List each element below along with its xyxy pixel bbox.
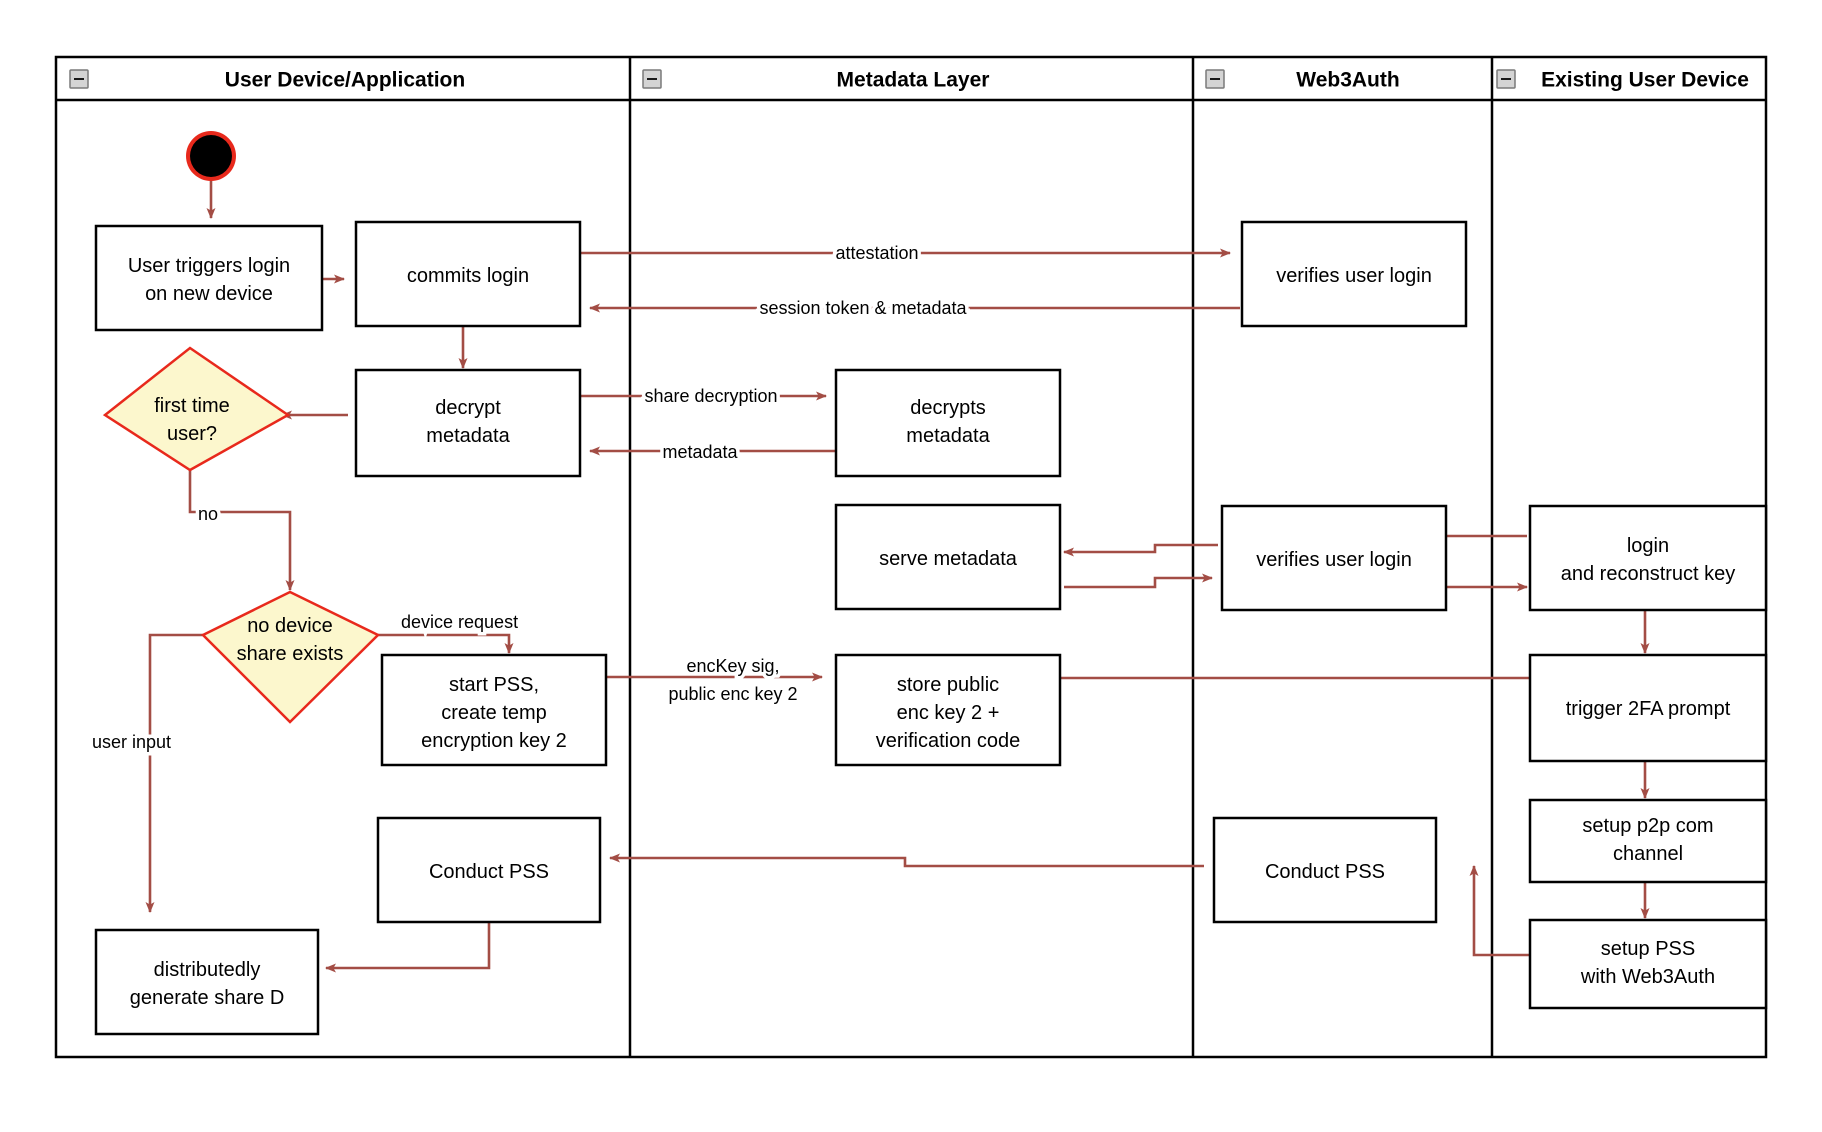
node-box[interactable] [834, 368, 1062, 478]
node-label-line: setup PSS [1601, 938, 1696, 960]
edge-label-device-request: device request [401, 612, 518, 632]
node-trigger-2fa-prompt[interactable]: trigger 2FA prompt [1528, 653, 1768, 763]
node-conduct-pss-web3auth[interactable]: Conduct PSS [1212, 816, 1438, 924]
node-label-line: verifies user login [1256, 549, 1412, 571]
node-label-line: metadata [426, 425, 510, 447]
node-user-triggers-login[interactable]: User triggers login on new device [94, 224, 324, 332]
lane-header-user-device[interactable]: User Device/Application [69, 69, 465, 92]
node-distributedly-generate-share-d[interactable]: distributedly generate share D [94, 928, 320, 1036]
lane-title-user-device: User Device/Application [225, 69, 465, 92]
edge-label-user-input: user input [92, 732, 171, 752]
lane-title-existing-device: Existing User Device [1541, 69, 1749, 92]
node-box[interactable] [1240, 220, 1468, 328]
node-box[interactable] [1528, 798, 1768, 884]
start-node-icon [190, 135, 232, 177]
node-label-line: metadata [906, 425, 990, 447]
node-box[interactable] [1212, 816, 1438, 924]
node-verifies-user-login-top[interactable]: verifies user login [1240, 220, 1468, 328]
lane-header-existing-device[interactable]: Existing User Device [1496, 69, 1749, 92]
node-box[interactable] [834, 503, 1062, 611]
node-label-line: and reconstruct key [1561, 563, 1736, 585]
edge-label-no: no [198, 504, 218, 524]
node-label-line: trigger 2FA prompt [1566, 698, 1731, 720]
node-label-line: first time [154, 395, 230, 417]
node-label-line: user? [167, 423, 217, 445]
node-verifies-user-login-mid[interactable]: verifies user login [1220, 504, 1448, 612]
node-label-line: with Web3Auth [1580, 966, 1715, 988]
edge-user-input [145, 633, 207, 913]
node-label-line: login [1627, 535, 1669, 557]
node-label-line: setup p2p com [1582, 815, 1713, 837]
node-label-line: decrypt [435, 397, 501, 419]
node-label-line: share exists [237, 643, 344, 665]
node-label-line: Conduct PSS [429, 861, 549, 883]
node-box[interactable] [380, 653, 608, 767]
edge-verifies-to-serve-metadata [1063, 543, 1218, 557]
node-conduct-pss-user[interactable]: Conduct PSS [376, 816, 602, 924]
node-label-line: verifies user login [1276, 265, 1432, 287]
node-label-line: enc key 2 + [897, 702, 1000, 724]
node-commits-login[interactable]: commits login [354, 220, 582, 328]
node-store-public-enc-key[interactable]: store public enc key 2 + verification co… [834, 653, 1062, 767]
node-first-time-user[interactable]: first time user? [102, 346, 291, 472]
node-login-reconstruct-key[interactable]: login and reconstruct key [1528, 504, 1768, 612]
node-label-line: commits login [407, 265, 529, 287]
node-setup-pss-web3auth[interactable]: setup PSS with Web3Auth [1528, 918, 1768, 1010]
node-box[interactable] [94, 224, 324, 332]
node-decrypt-metadata[interactable]: decrypt metadata [354, 368, 582, 478]
node-label-line: channel [1613, 843, 1683, 865]
node-label-line: encryption key 2 [421, 730, 567, 752]
node-label-line: on new device [145, 283, 273, 305]
edge-label-session-token: session token & metadata [759, 298, 967, 318]
node-label-line: Conduct PSS [1265, 861, 1385, 883]
node-serve-metadata[interactable]: serve metadata [834, 503, 1062, 611]
lane-title-web3auth: Web3Auth [1296, 69, 1399, 92]
lane-title-metadata: Metadata Layer [837, 69, 990, 92]
edge-labels-layer: attestation session token & metadata sha… [89, 240, 972, 756]
node-label-line: generate share D [130, 987, 285, 1009]
lane-header-metadata[interactable]: Metadata Layer [642, 69, 990, 92]
node-box[interactable] [354, 220, 582, 328]
node-no-device-share-exists[interactable]: no device share exists [200, 590, 381, 724]
edge-conduct-pss-to-share-d [325, 920, 491, 973]
edge-setup-pss-to-conduct-pss [1469, 865, 1536, 957]
node-decrypts-metadata[interactable]: decrypts metadata [834, 368, 1062, 478]
edge-conduct-pss-web3auth-to-user [609, 853, 1204, 868]
node-box[interactable] [1528, 653, 1768, 763]
node-label-line: distributedly [154, 959, 261, 981]
edge-label-attestation: attestation [835, 243, 918, 263]
edge-no-branch [188, 468, 295, 591]
node-diamond-shape[interactable] [102, 346, 291, 472]
node-setup-p2p-channel[interactable]: setup p2p com channel [1528, 798, 1768, 884]
node-box[interactable] [1528, 918, 1768, 1010]
edge-label-metadata: metadata [662, 442, 738, 462]
edge-label-enckey-sig-line1: encKey sig, [686, 656, 779, 676]
node-label-line: create temp [441, 702, 547, 724]
node-label-line: store public [897, 674, 999, 696]
lane-header-web3auth[interactable]: Web3Auth [1205, 69, 1400, 92]
edge-label-enckey-sig-line2: public enc key 2 [668, 684, 797, 704]
node-label-line: decrypts [910, 397, 986, 419]
node-label-line: User triggers login [128, 255, 290, 277]
node-start-pss[interactable]: start PSS, create temp encryption key 2 [380, 653, 608, 767]
edge-label-share-decryption: share decryption [644, 386, 777, 406]
node-box[interactable] [354, 368, 582, 478]
node-label-line: start PSS, [449, 674, 539, 696]
edge-device-request [372, 633, 514, 654]
node-box[interactable] [376, 816, 602, 924]
node-box[interactable] [94, 928, 320, 1036]
node-diamond-shape[interactable] [200, 590, 381, 724]
edge-serve-metadata-to-verifies [1064, 573, 1213, 589]
node-label-line: serve metadata [879, 548, 1018, 570]
node-box[interactable] [834, 653, 1062, 767]
node-label-line: verification code [876, 730, 1021, 752]
node-box[interactable] [1220, 504, 1448, 612]
node-box[interactable] [1528, 504, 1768, 612]
node-label-line: no device [247, 615, 333, 637]
node-start[interactable] [186, 131, 236, 181]
